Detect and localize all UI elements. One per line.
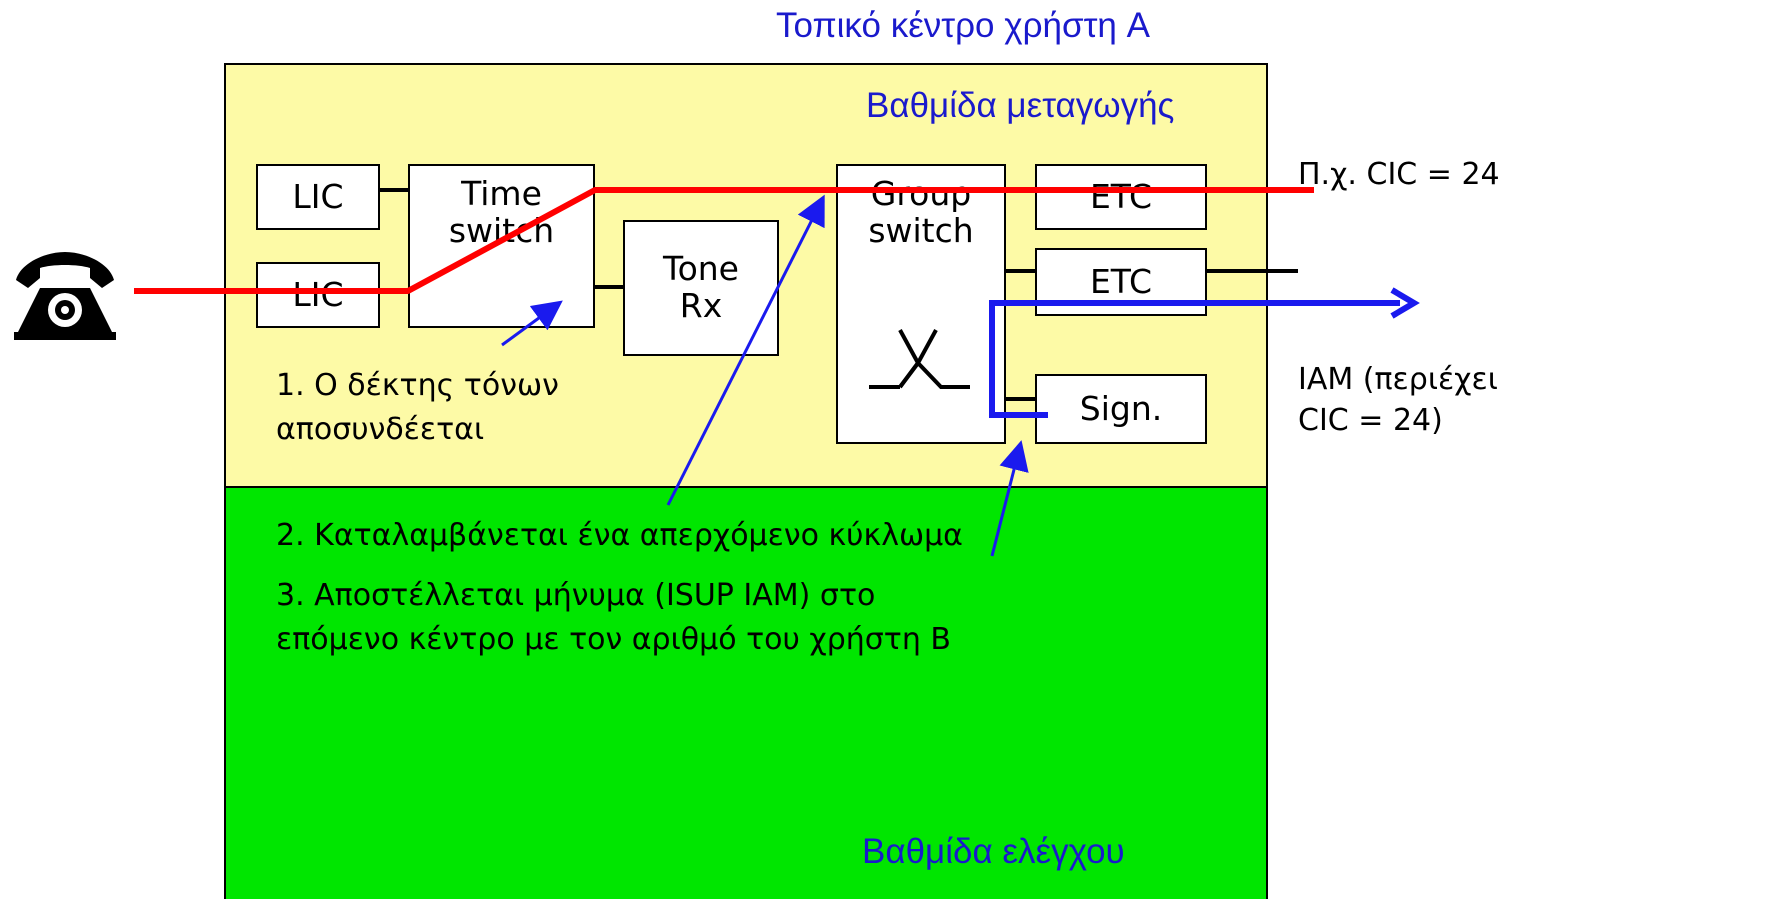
etc-label: ETC — [1089, 176, 1153, 216]
tone-rx-label-line1: Tone — [663, 249, 739, 289]
lic-block-1: LIC — [256, 164, 380, 230]
signalling-path-blue — [989, 300, 1400, 418]
switching-stage-label: Βαθμίδα μεταγωγής — [866, 86, 1175, 125]
step-3-line1: 3. Αποστέλλεται μήνυμα (ISUP IAM) στο — [276, 578, 876, 613]
etc-block-1: ETC — [1035, 164, 1207, 230]
step-3-text: 3. Αποστέλλεται μήνυμα (ISUP IAM) στο επ… — [276, 574, 951, 661]
black-connectors — [380, 188, 1298, 401]
signalling-block: Sign. — [1035, 374, 1207, 444]
telephone-icon — [14, 252, 116, 340]
sign-label: Sign. — [1079, 388, 1163, 428]
group-switch-label-line2: switch — [868, 210, 974, 250]
step-3-line2: επόμενο κέντρο με τον αριθμό του χρήστη … — [276, 621, 951, 657]
lic-block-2: LIC — [256, 262, 380, 328]
lic-label: LIC — [292, 274, 344, 314]
iam-message-label: IAM (περιέχει CIC = 24) — [1298, 359, 1498, 441]
note-line2: αποσυνδέεται — [276, 411, 485, 447]
iam-arrowhead — [1390, 287, 1420, 319]
group-switch-crosspoint-up-left — [898, 329, 920, 364]
tone-receiver-disconnect-note: 1. Ο δέκτης τόνων αποσυνδέεται — [276, 364, 559, 451]
speech-path-red — [134, 187, 1314, 294]
group-switch-label-line1: Group — [870, 174, 972, 213]
time-switch-label-line1: Time — [461, 174, 542, 213]
arrow-to-signalling — [990, 440, 1029, 557]
arrow-to-group-switch — [666, 194, 825, 506]
note-line1: 1. Ο δέκτης τόνων — [276, 368, 559, 403]
group-switch-crosspoint-rise — [898, 361, 920, 389]
group-switch-crosspoint-up-right — [916, 329, 938, 364]
arrow-to-time-switch — [501, 300, 563, 347]
control-stage — [224, 486, 1268, 899]
control-stage-label: Βαθμίδα ελέγχου — [862, 832, 1125, 871]
tone-rx-label-line2: Rx — [679, 286, 723, 325]
iam-label-line1: IAM (περιέχει — [1298, 362, 1498, 397]
lic-label: LIC — [292, 176, 344, 216]
exchange-title: Τοπικό κέντρο χρήστη A — [776, 6, 1150, 45]
step-2-text: 2. Καταλαμβάνεται ένα απερχόμενο κύκλωμα — [276, 518, 963, 553]
cic-example-label: Π.χ. CIC = 24 — [1298, 157, 1500, 192]
iam-label-line2: CIC = 24) — [1298, 403, 1443, 439]
etc-label: ETC — [1089, 261, 1153, 301]
